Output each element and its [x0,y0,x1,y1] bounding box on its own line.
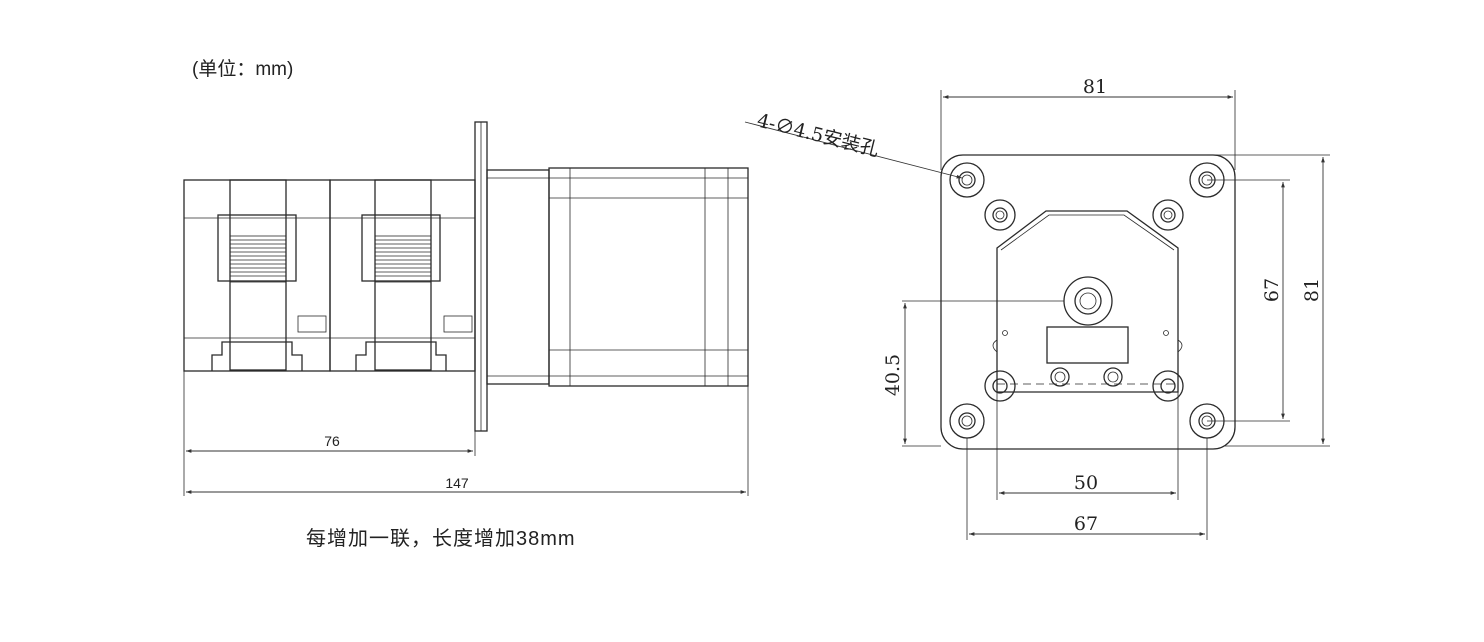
dim-bottom-50-label: 50 [1074,472,1098,494]
stepper-motor [486,167,749,387]
dim-left-40-5-label: 40.5 [882,354,904,396]
increment-note: 每增加一联，长度增加38mm [306,528,576,550]
roller-lines-1 [230,239,286,277]
dim-right: 67 81 [1207,154,1330,447]
motor-face-plate [940,154,1236,450]
dim-left-40-5: 40.5 [882,300,1064,447]
hole-callout: 4-∅4.5安装孔 [744,110,963,179]
pump-head-1 [183,179,331,372]
mounting-flange [474,121,488,432]
dim-top-81: 81 [940,76,1236,170]
dim-right-67-label: 67 [1261,278,1283,302]
mounting-holes-inner [984,199,1184,402]
side-dimensions: 76 147 [183,371,749,496]
hole-callout-label: 4-∅4.5安装孔 [755,110,881,162]
roller-lines-2 [375,239,431,277]
unit-note: (单位：mm) [192,59,294,80]
dim-bottom: 50 67 [966,392,1208,540]
side-view: 76 147 [183,121,749,496]
dim-bottom-67-label: 67 [1074,513,1098,535]
dim-right-81-label: 81 [1301,278,1323,302]
dim-76-label: 76 [324,433,340,449]
pump-head-front [992,210,1183,393]
dim-147-label: 147 [445,475,469,491]
front-view: 4-∅4.5安装孔 81 67 81 [744,76,1330,540]
mounting-holes-outer [949,162,1225,439]
pump-head-2 [329,179,476,372]
dim-top-81-label: 81 [1083,76,1107,98]
